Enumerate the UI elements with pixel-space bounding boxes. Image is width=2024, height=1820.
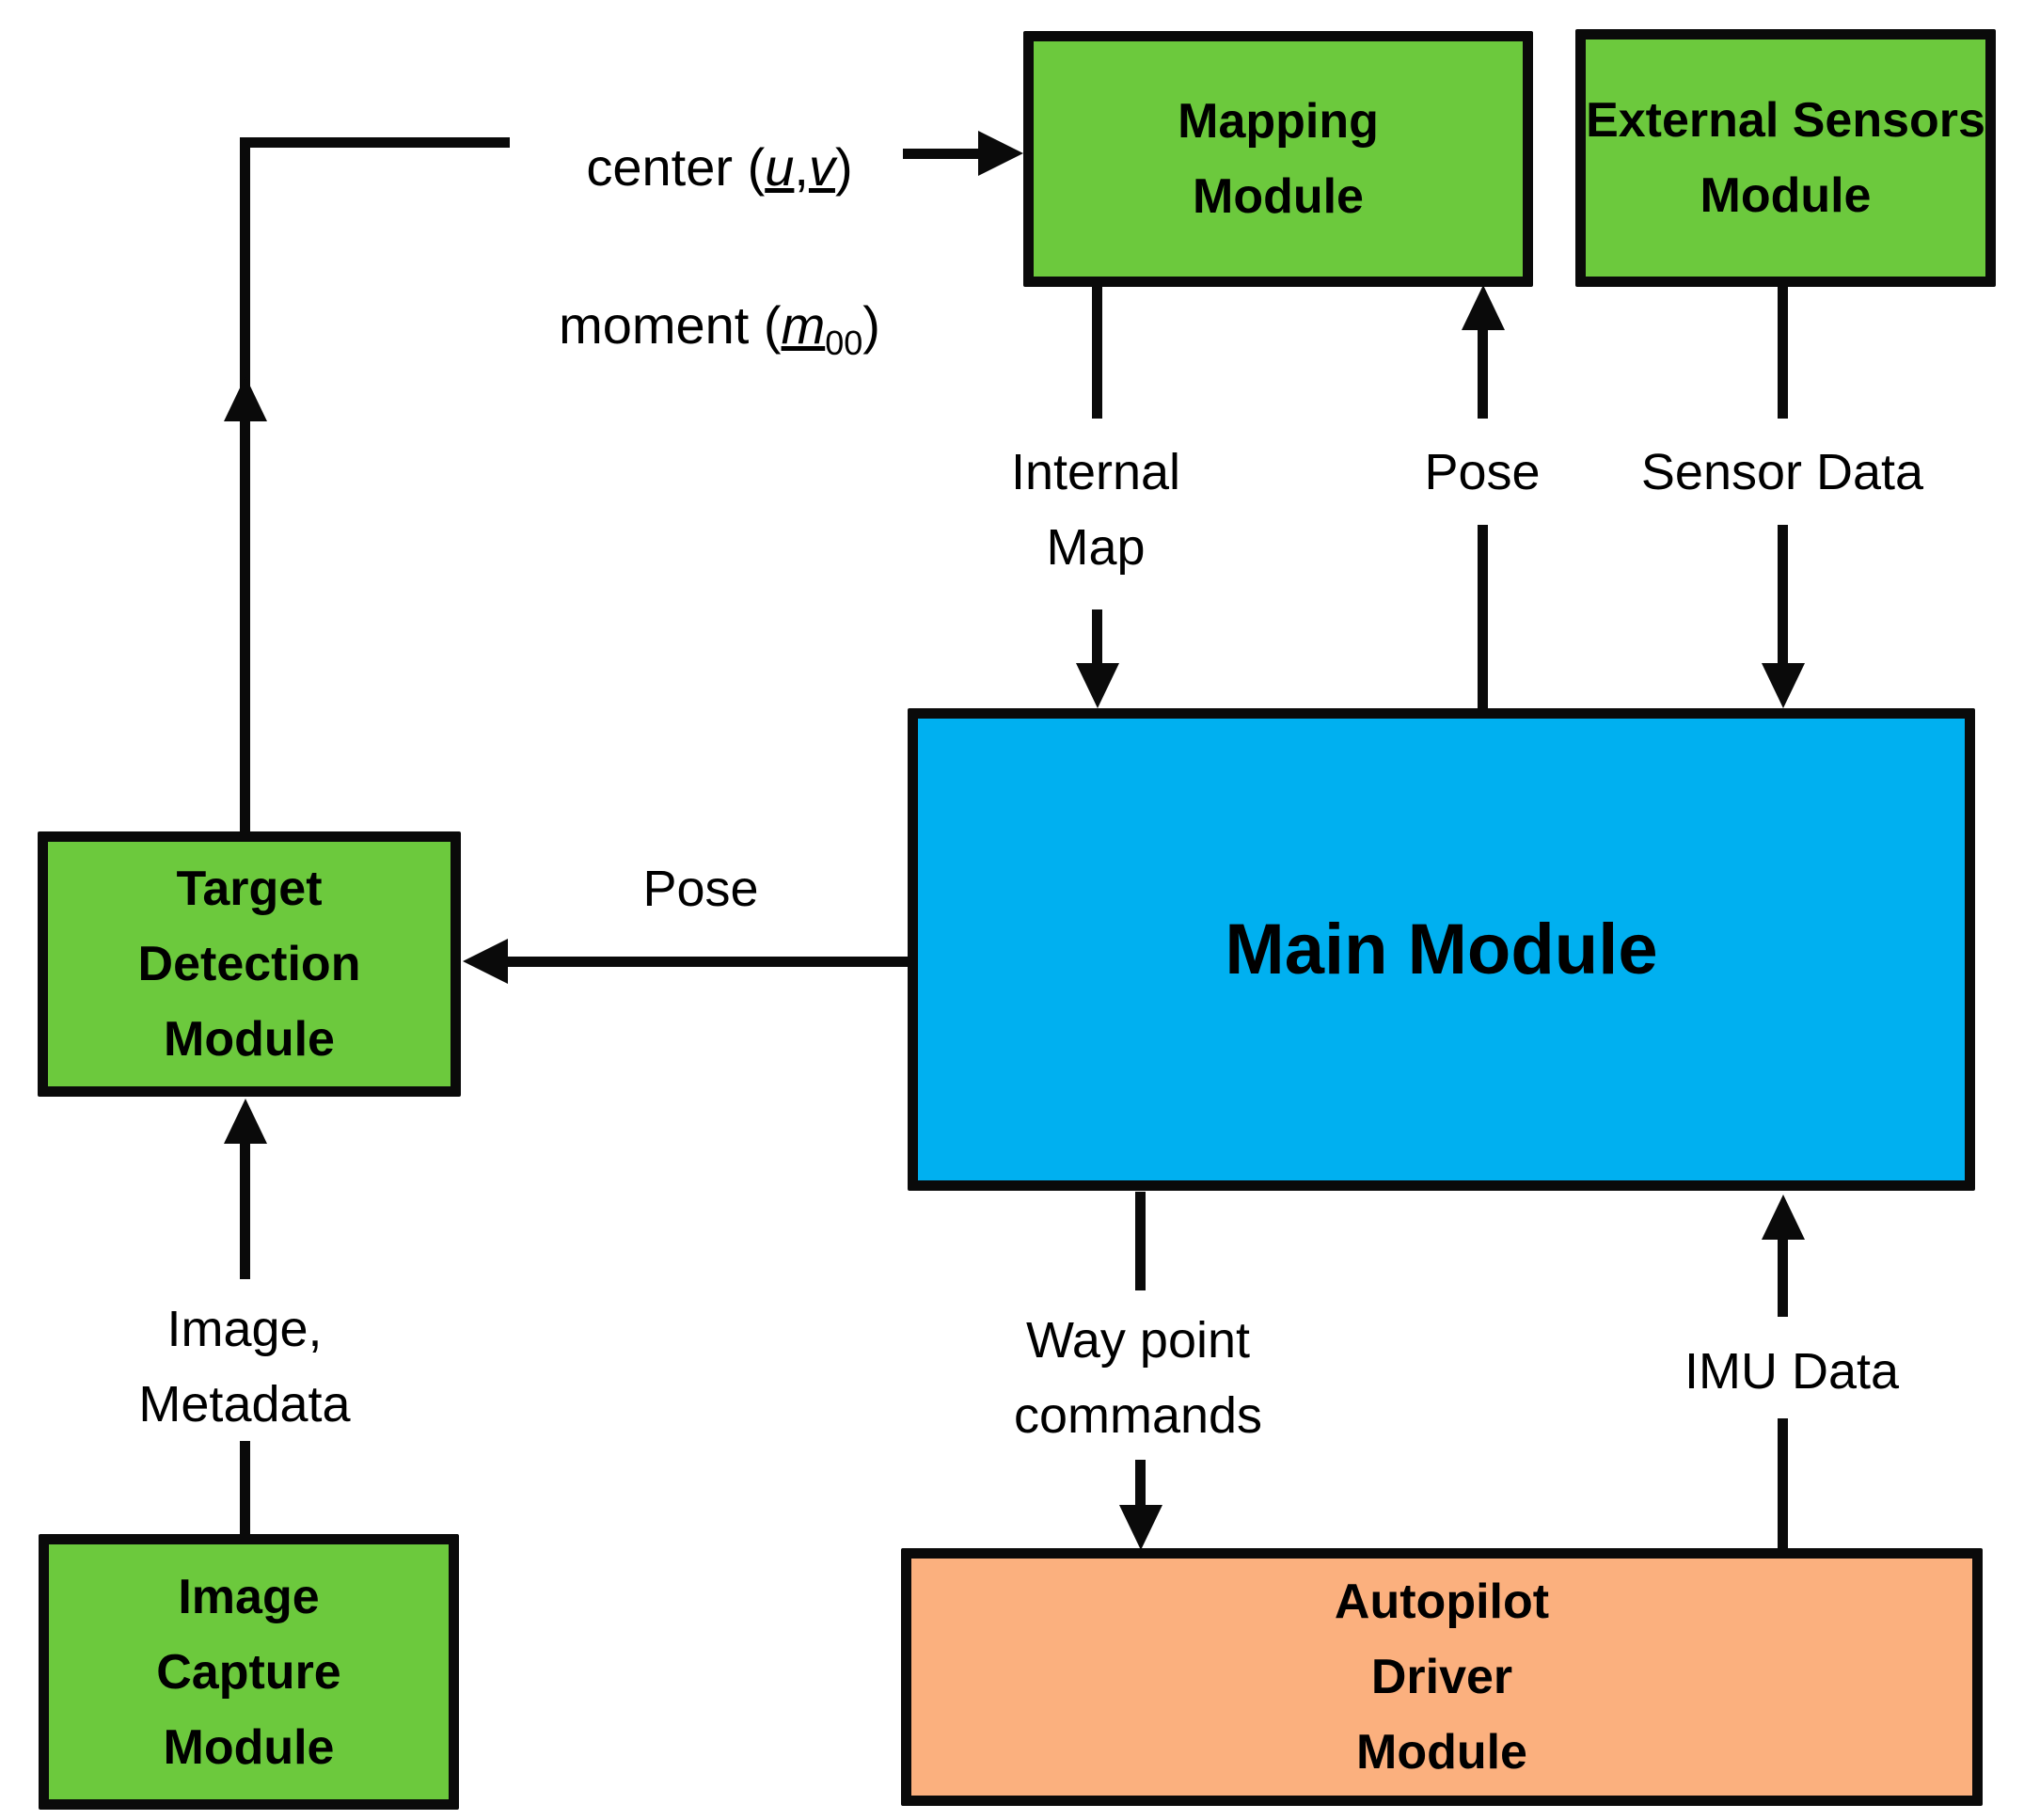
internal-map-label: Internal Map <box>1010 444 1181 576</box>
target-detection-module-label: Target Detection Module <box>137 862 361 1067</box>
center-moment-label: center (u,v) moment (m00) <box>559 137 880 363</box>
edge-target-to-mapping-horizontal-line <box>240 137 510 148</box>
autopilot-driver-module-box: Autopilot Driver Module <box>901 1548 1983 1806</box>
arrowhead-down-icon <box>1762 663 1805 708</box>
edge-sensor-data-upper-line <box>1778 285 1788 419</box>
arrowhead-up-icon <box>224 376 267 421</box>
main-module-box: Main Module <box>908 708 1975 1191</box>
arrowhead-down-icon <box>1119 1505 1162 1550</box>
target-detection-module-box: Target Detection Module <box>38 831 461 1097</box>
edge-imu-upper-line <box>1778 1238 1788 1317</box>
sensor-data-label: Sensor Data <box>1640 444 1924 500</box>
edge-waypoint-upper-line <box>1135 1192 1146 1290</box>
arrowhead-right-icon <box>978 131 1023 176</box>
edge-target-to-mapping-vertical-line <box>240 137 250 833</box>
edge-internal-map-upper-line <box>1092 285 1102 419</box>
edge-internal-map-lower-line <box>1092 609 1102 666</box>
external-sensors-module-label: External Sensors Module <box>1586 93 1985 223</box>
mapping-module-label: Mapping Module <box>1178 94 1379 224</box>
pose-to-target-label: Pose <box>642 861 759 917</box>
waypoint-commands-label: Way point commands <box>1013 1312 1263 1444</box>
edge-waypoint-lower-line <box>1135 1460 1146 1507</box>
edge-pose-up-upper-line <box>1478 328 1488 419</box>
mapping-module-box: Mapping Module <box>1023 31 1533 287</box>
arrowhead-up-icon <box>1762 1195 1805 1240</box>
image-capture-module-label: Image Capture Module <box>156 1569 341 1775</box>
external-sensors-module-box: External Sensors Module <box>1575 29 1996 287</box>
image-capture-module-box: Image Capture Module <box>39 1534 459 1810</box>
edge-sensor-data-lower-line <box>1778 525 1788 665</box>
edge-imu-lower-line <box>1778 1418 1788 1550</box>
arrowhead-up-icon <box>224 1099 267 1144</box>
image-metadata-label: Image, Metadata <box>138 1301 351 1432</box>
pose-to-mapping-label: Pose <box>1424 444 1541 500</box>
edge-pose-left-line <box>506 957 909 967</box>
main-module-label: Main Module <box>1225 909 1658 989</box>
edge-image-metadata-upper-line <box>240 1142 250 1279</box>
arrowhead-left-icon <box>463 939 508 984</box>
autopilot-driver-module-label: Autopilot Driver Module <box>1334 1575 1550 1780</box>
arrowhead-down-icon <box>1076 663 1119 708</box>
edge-image-metadata-lower-line <box>240 1441 250 1534</box>
arrowhead-up-icon <box>1462 285 1505 330</box>
imu-data-label: IMU Data <box>1684 1343 1900 1400</box>
edge-pose-up-lower-line <box>1478 525 1488 709</box>
edge-into-mapping-arrow-line <box>903 149 982 159</box>
